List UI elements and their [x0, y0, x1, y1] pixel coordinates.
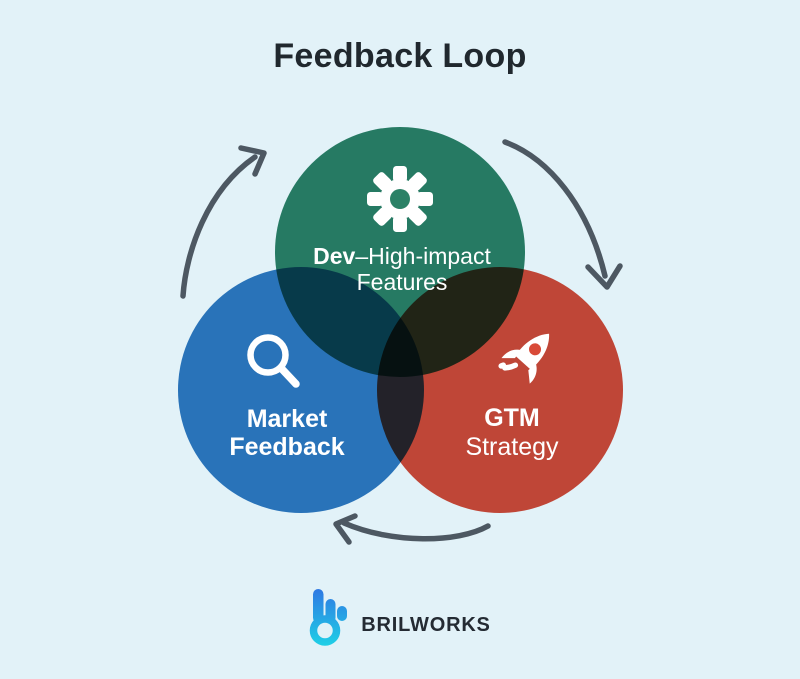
arrow-market-to-dev [180, 145, 267, 299]
brilworks-logo: BRILWORKS [0, 589, 800, 646]
arrow-gtm-to-market [333, 513, 491, 545]
brand-name: BRILWORKS [361, 614, 491, 636]
page-title: Feedback Loop [273, 37, 527, 75]
brilworks-b-logo-icon [310, 589, 348, 646]
circle-gtm-strategy [377, 267, 623, 513]
